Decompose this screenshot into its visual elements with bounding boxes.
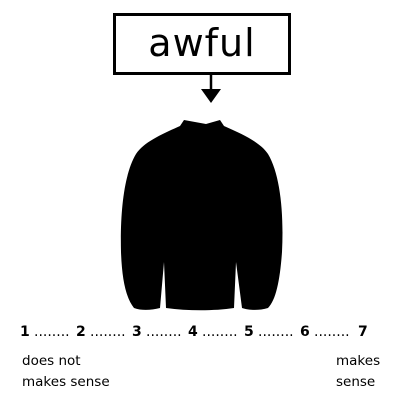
down-arrow-icon — [201, 73, 221, 103]
scale-anchor-low: does not makes sense — [22, 351, 110, 393]
scale-point-6[interactable]: 6 — [300, 324, 310, 340]
word-label-box: awful — [113, 13, 291, 75]
scale-separator: ........ — [202, 324, 238, 340]
scale-point-2[interactable]: 2 — [76, 324, 86, 340]
scale-point-7[interactable]: 7 — [358, 324, 368, 340]
scale-separator: ........ — [90, 324, 126, 340]
scale-anchor-high: makes sense — [336, 351, 380, 393]
word-label: awful — [148, 21, 256, 65]
scale-anchor-low-line1: does not — [22, 353, 81, 369]
scale-separator: ........ — [258, 324, 294, 340]
scale-point-3[interactable]: 3 — [132, 324, 142, 340]
rating-scale: 1 ........ 2 ........ 3 ........ 4 .....… — [20, 323, 390, 343]
scale-point-1[interactable]: 1 — [20, 324, 30, 340]
suit-jacket-silhouette — [120, 120, 283, 311]
scale-point-4[interactable]: 4 — [188, 324, 198, 340]
scale-separator: ........ — [314, 324, 350, 340]
scale-anchor-high-line2: sense — [336, 374, 376, 390]
scale-point-5[interactable]: 5 — [244, 324, 254, 340]
scale-anchor-low-line2: makes sense — [22, 374, 110, 390]
scale-anchor-high-line1: makes — [336, 353, 381, 369]
scale-separator: ........ — [34, 324, 70, 340]
scale-separator: ........ — [146, 324, 182, 340]
